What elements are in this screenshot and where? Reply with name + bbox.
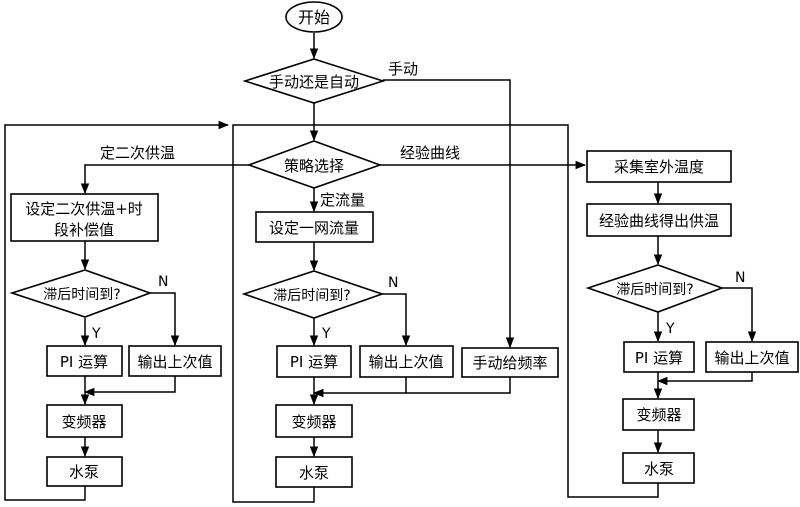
edge-mid-loop xyxy=(232,124,315,503)
right-vfd-box: 变频器 xyxy=(622,398,695,431)
left-set-box: 设定二次供温+时 段补偿值 xyxy=(10,193,159,242)
right-vfd-label: 变频器 xyxy=(636,406,681,424)
edge-right-loop xyxy=(314,124,659,498)
left-set-line1: 设定二次供温+时 xyxy=(25,200,143,218)
mid-pi-box: PI 运算 xyxy=(276,345,352,378)
strategy-decision-label: 策略选择 xyxy=(284,157,344,175)
left-hold-box: 输出上次值 xyxy=(128,345,222,377)
left-pump-label: 水泵 xyxy=(69,463,99,481)
left-vfd-box: 变频器 xyxy=(46,404,123,438)
right-pi-box: PI 运算 xyxy=(623,341,695,373)
left-delay-decision: 滞后时间到? xyxy=(9,269,153,318)
mid-pi-label: PI 运算 xyxy=(290,353,338,371)
edge-mid-hold-merge xyxy=(312,377,407,398)
mid-manual-box: 手动给频率 xyxy=(461,347,559,378)
mid-delay-decision: 滞后时间到? xyxy=(241,270,385,319)
mid-hold-label: 输出上次值 xyxy=(368,353,443,371)
edge-manual-branch xyxy=(383,79,515,349)
edge-left-hold-merge xyxy=(83,376,176,397)
mid-manual-label: 手动给频率 xyxy=(472,354,547,372)
right-pump-label: 水泵 xyxy=(644,460,674,478)
edge-mid-no xyxy=(382,293,411,347)
mid-pump-label: 水泵 xyxy=(299,464,329,482)
mode-decision-label: 手动还是自动 xyxy=(269,73,359,91)
mid-no-label: N xyxy=(388,275,398,291)
edge-right-no xyxy=(722,287,757,343)
mid-hold-box: 输出上次值 xyxy=(359,345,454,378)
left-vfd-label: 变频器 xyxy=(61,413,106,431)
right-no-label: N xyxy=(735,270,745,286)
right-hold-label: 输出上次值 xyxy=(714,349,789,367)
left-pi-label: PI 运算 xyxy=(60,353,108,371)
left-delay-label: 滞后时间到? xyxy=(43,287,120,303)
branch-flow-label: 定流量 xyxy=(320,191,365,209)
right-curve-label: 经验曲线得出供温 xyxy=(599,212,719,230)
mid-set-box: 设定一网流量 xyxy=(255,211,374,243)
right-hold-box: 输出上次值 xyxy=(705,341,799,373)
left-pi-box: PI 运算 xyxy=(46,345,123,377)
left-set-line2: 段补偿值 xyxy=(54,221,114,239)
start-node: 开始 xyxy=(285,1,343,33)
right-pi-label: PI 运算 xyxy=(635,349,683,367)
branch-curve-label: 经验曲线 xyxy=(400,144,460,162)
left-no-label: N xyxy=(158,274,168,290)
left-yes-label: Y xyxy=(91,326,101,342)
edge-left-loop xyxy=(4,120,230,501)
right-pump-box: 水泵 xyxy=(622,452,695,484)
right-curve-box: 经验曲线得出供温 xyxy=(586,203,732,237)
edge-strategy-to-left xyxy=(80,164,249,195)
branch-secondary-temp-label: 定二次供温 xyxy=(100,144,175,162)
left-hold-label: 输出上次值 xyxy=(137,353,212,371)
left-pump-box: 水泵 xyxy=(46,456,123,487)
edge-right-hold-merge xyxy=(656,372,753,386)
edge-left-no xyxy=(150,292,180,347)
mid-delay-label: 滞后时间到? xyxy=(273,288,350,304)
mid-vfd-label: 变频器 xyxy=(291,413,336,431)
start-label: 开始 xyxy=(298,8,330,27)
mid-vfd-box: 变频器 xyxy=(275,404,353,438)
right-delay-decision: 滞后时间到? xyxy=(585,264,725,313)
right-delay-label: 滞后时间到? xyxy=(616,282,693,298)
strategy-decision: 策略选择 xyxy=(246,140,383,189)
connectors xyxy=(4,33,757,503)
edge-mid-manual-merge xyxy=(406,377,511,394)
mid-yes-label: Y xyxy=(321,326,331,342)
mode-decision: 手动还是自动 xyxy=(242,58,386,104)
right-collect-label: 采集室外温度 xyxy=(614,158,704,176)
mid-set-label: 设定一网流量 xyxy=(269,219,359,237)
mid-pump-box: 水泵 xyxy=(275,456,353,488)
branch-manual-label: 手动 xyxy=(388,60,418,78)
right-collect-box: 采集室外温度 xyxy=(586,150,732,183)
right-yes-label: Y xyxy=(665,321,675,337)
